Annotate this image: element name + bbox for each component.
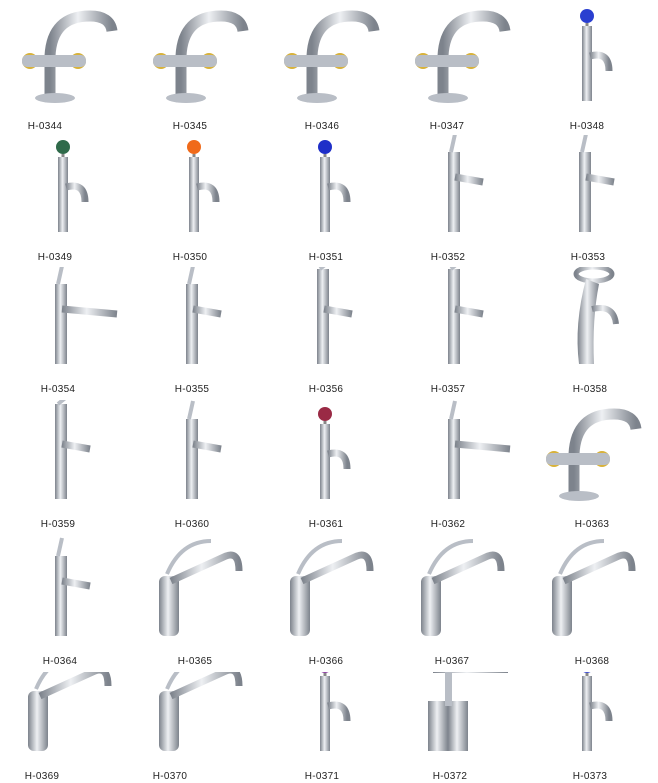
product-item: H-0366 [262, 535, 393, 672]
product-code: H-0367 [434, 656, 470, 667]
product-code: H-0364 [42, 656, 78, 667]
product-code: H-0373 [572, 771, 608, 782]
product-code: H-0369 [24, 771, 60, 782]
product-item: H-0369 [0, 672, 131, 783]
product-item: H-0348 [524, 0, 655, 135]
faucet-image [582, 672, 613, 751]
product-item: H-0351 [262, 135, 393, 267]
faucet-image [56, 140, 89, 232]
product-item: H-0370 [131, 672, 262, 783]
product-code: H-0368 [574, 656, 610, 667]
product-code: H-0348 [569, 121, 605, 132]
faucet-image [318, 407, 351, 499]
product-code: H-0355 [174, 384, 210, 395]
product-item: H-0371 [262, 672, 393, 783]
product-code: H-0354 [40, 384, 76, 395]
product-code: H-0360 [174, 519, 210, 530]
faucet-image [428, 672, 508, 751]
product-item: H-0353 [524, 135, 655, 267]
faucet-image [22, 10, 118, 103]
faucet-image [318, 140, 351, 232]
product-item: H-0365 [131, 535, 262, 672]
faucet-image [573, 267, 619, 364]
faucet-image [28, 672, 112, 751]
product-item: H-0363 [524, 400, 655, 535]
product-item: H-0367 [393, 535, 524, 672]
faucet-image [320, 672, 351, 751]
product-item: H-0368 [524, 535, 655, 672]
faucet-image [55, 537, 91, 636]
product-item: H-0352 [393, 135, 524, 267]
product-item: H-0347 [393, 0, 524, 135]
product-item: H-0362 [393, 400, 524, 535]
product-code: H-0362 [430, 519, 466, 530]
faucet-image [55, 400, 91, 499]
product-code: H-0345 [172, 121, 208, 132]
faucet-image [159, 672, 243, 751]
product-code: H-0353 [570, 252, 606, 263]
faucet-image [317, 267, 353, 364]
faucet-image [448, 400, 511, 499]
faucet-image [55, 267, 118, 364]
product-item: H-0360 [131, 400, 262, 535]
product-code: H-0370 [152, 771, 188, 782]
faucet-image [186, 267, 222, 364]
product-item: H-0345 [131, 0, 262, 135]
product-item: H-0355 [131, 267, 262, 400]
faucet-image [186, 400, 222, 499]
faucet-image [421, 539, 505, 636]
product-item: H-0357 [393, 267, 524, 400]
product-code: H-0349 [37, 252, 73, 263]
product-code: H-0361 [308, 519, 344, 530]
product-code: H-0363 [574, 519, 610, 530]
faucet-image [579, 135, 615, 232]
product-item: H-0354 [0, 267, 131, 400]
faucet-image [284, 10, 380, 103]
product-item: H-0350 [131, 135, 262, 267]
product-item: H-0349 [0, 135, 131, 267]
product-code: H-0372 [432, 771, 468, 782]
product-code: H-0346 [304, 121, 340, 132]
product-code: H-0350 [172, 252, 208, 263]
faucet-image [187, 140, 220, 232]
product-item: H-0373 [524, 672, 655, 783]
product-code: H-0371 [304, 771, 340, 782]
product-item: H-0344 [0, 0, 131, 135]
product-code: H-0366 [308, 656, 344, 667]
faucet-image [580, 9, 613, 101]
product-item: H-0361 [262, 400, 393, 535]
product-code: H-0359 [40, 519, 76, 530]
product-code: H-0344 [27, 121, 63, 132]
product-code: H-0365 [177, 656, 213, 667]
product-code: H-0352 [430, 252, 466, 263]
faucet-image [546, 408, 642, 501]
faucet-image [415, 10, 511, 103]
product-item: H-0356 [262, 267, 393, 400]
product-item: H-0372 [393, 672, 524, 783]
product-code: H-0356 [308, 384, 344, 395]
product-item: H-0358 [524, 267, 655, 400]
product-item: H-0346 [262, 0, 393, 135]
product-code: H-0351 [308, 252, 344, 263]
product-item: H-0364 [0, 535, 131, 672]
product-code: H-0357 [430, 384, 466, 395]
product-code: H-0347 [429, 121, 465, 132]
faucet-image [290, 539, 374, 636]
faucet-image [448, 135, 484, 232]
faucet-image [159, 539, 243, 636]
faucet-image [448, 267, 484, 364]
faucet-image [552, 539, 636, 636]
product-code: H-0358 [572, 384, 608, 395]
faucet-image [153, 10, 249, 103]
product-item: H-0359 [0, 400, 131, 535]
